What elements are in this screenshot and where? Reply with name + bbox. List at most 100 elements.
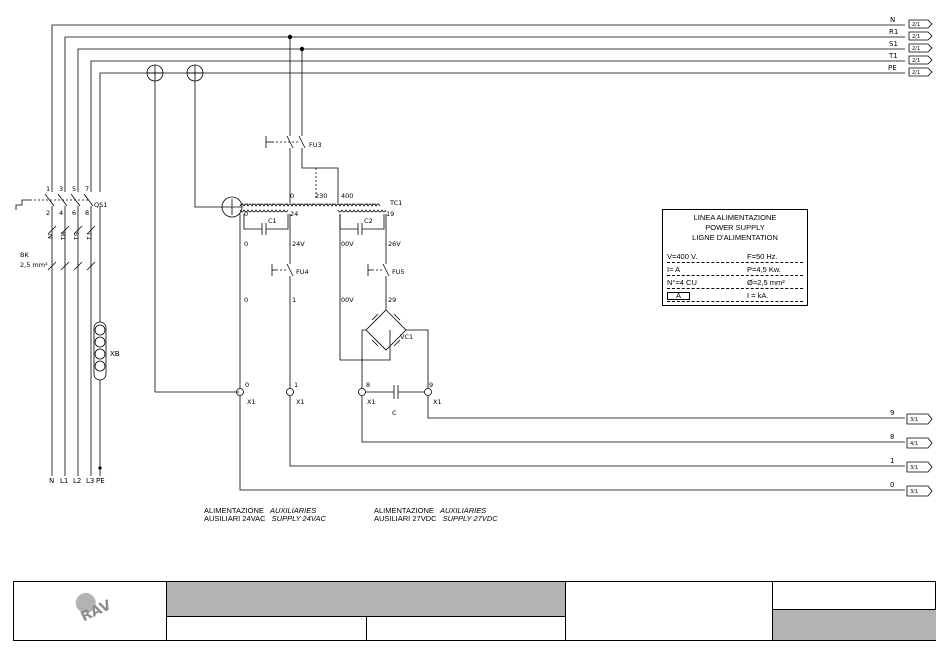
tc1-sec-19: 19	[386, 210, 394, 218]
input-terminals: N L1 L2 L3 PE	[49, 466, 105, 485]
transformer-tc1: 0 230 400 TC1 0 24 19 C1 C2	[239, 192, 402, 235]
circuit-24vac: FU4 0 24V 0 1	[239, 214, 309, 388]
title-block-field-4	[565, 582, 773, 640]
caption-27vdc-it1: ALIMENTAZIONE	[374, 506, 434, 515]
qs1-pin-1: 1	[46, 185, 50, 193]
busbar-label-pe: PE	[888, 64, 897, 72]
busbar-label-r1: R1	[889, 28, 898, 36]
fuse-fu4-label: FU4	[296, 268, 309, 276]
title-block-field-6	[772, 610, 936, 640]
caption-24vac-it2: AUSILIARI 24VAC	[204, 514, 266, 523]
caption-24vac-en1: AUXILIARIES	[269, 506, 317, 515]
terminal-n: N	[49, 477, 54, 485]
busbar-n	[51, 24, 905, 476]
x1-terminal-1: 1	[294, 381, 298, 389]
info-power: P=4,5 Kw.	[747, 265, 781, 274]
output-label-0: 0	[890, 481, 894, 489]
connector-label: XB	[110, 350, 120, 358]
busbar-ref-r1: 2/1	[912, 34, 920, 40]
qs1-pin-8: 8	[85, 209, 89, 217]
terminal-pe: PE	[96, 477, 105, 485]
busbar-t1	[90, 60, 905, 476]
busbar-label-s1: S1	[889, 40, 898, 48]
wire-markers: N R1 S1 T1 BK 2,5 mm²	[20, 225, 96, 271]
terminal-l3: L3	[86, 477, 94, 485]
tc1-primary-0: 0	[290, 192, 294, 200]
title-block-field-5	[772, 582, 936, 610]
output-ref-8: 4/1	[910, 441, 918, 447]
caption-27vdc-en1: AUXILIARIES	[439, 506, 487, 515]
x1-label-d: X1	[433, 398, 442, 406]
main-switch-qs1: 1 3 5 7 2 4 6 8 QS1	[15, 185, 107, 217]
busbar-ref-t1: 2/1	[912, 58, 920, 64]
terminal-l1: L1	[60, 477, 68, 485]
title-block-field-1	[166, 582, 566, 617]
info-title-it: LINEA ALIMENTAZIONE	[693, 213, 777, 222]
busbar-s1	[77, 48, 905, 476]
qs1-pin-5: 5	[72, 185, 76, 193]
info-voltage: V=400 V.	[667, 252, 698, 261]
output-lines: 9 8 1 0 3/1 4/1 3/1 3/1	[239, 396, 933, 497]
info-title-fr: LIGNE D'ALIMENTATION	[692, 233, 778, 242]
qs1-pin-2: 2	[46, 209, 50, 217]
qs1-label: QS1	[94, 201, 107, 209]
x1-terminal-0: 0	[245, 381, 249, 389]
circuit-27vdc: FU5 00V 26V 00V 29 VC1 C	[339, 214, 429, 417]
title-block-field-3	[366, 617, 566, 640]
x1-label-a: X1	[247, 398, 256, 406]
info-current: I= A	[667, 265, 681, 274]
wire-label-0-a: 0	[244, 240, 248, 248]
caption-24vac-en2: SUPPLY 24VAC	[271, 514, 326, 523]
busbar-r1	[64, 36, 905, 476]
connector-xb: XB	[93, 321, 120, 381]
wire-label-24v: 24V	[292, 240, 305, 248]
tc1-label: TC1	[389, 199, 402, 207]
output-ref-9: 3/1	[910, 417, 918, 423]
power-supply-info-box: LINEA ALIMENTAZIONE POWER SUPPLY LIGNE D…	[662, 209, 808, 306]
caption-24vac-it1: ALIMENTAZIONE	[204, 506, 264, 515]
qs1-pin-6: 6	[72, 209, 76, 217]
busbar-ref-s1: 2/1	[912, 46, 920, 52]
wire-label-29: 29	[388, 296, 396, 304]
wire-mark-n: N	[46, 234, 54, 239]
caption-27vdc-it2: AUSILIARI 27VDC	[374, 514, 437, 523]
terminal-l2: L2	[73, 477, 81, 485]
wire-mark-t1: T1	[85, 231, 93, 240]
busbar-label-n: N	[890, 16, 895, 24]
qs1-pin-4: 4	[59, 209, 63, 217]
tc1-sec-24: 24	[290, 210, 298, 218]
info-frequency: F=50 Hz.	[747, 252, 778, 261]
busbar-ref-n: 2/1	[912, 22, 920, 28]
output-label-9: 9	[890, 409, 894, 417]
fuse-fu5-label: FU5	[392, 268, 405, 276]
qs1-pin-3: 3	[59, 185, 63, 193]
cable-code: BK	[20, 251, 29, 259]
capacitor-c-label: C	[392, 409, 397, 417]
output-label-1: 1	[890, 457, 894, 465]
info-row-4: A I = kA.	[667, 289, 803, 302]
info-row-3: N°=4 CU Ø=2,5 mm²	[667, 276, 803, 289]
wire-label-0-b: 0	[244, 296, 248, 304]
info-short-circuit: I = kA.	[747, 291, 769, 300]
cable-section: 2,5 mm²	[20, 261, 48, 269]
x1-terminal-8: 8	[366, 381, 370, 389]
info-row-1: V=400 V. F=50 Hz.	[667, 250, 803, 263]
primary-supply: FU3	[265, 34, 339, 203]
info-row-2: I= A P=4,5 Kw.	[667, 263, 803, 276]
cap-c1-label: C1	[268, 217, 277, 225]
qs1-pin-7: 7	[85, 185, 89, 193]
terminal-block-x1: 0 1 8 9 X1 X1 X1 X1	[236, 381, 442, 406]
title-block	[13, 581, 936, 641]
wire-label-1: 1	[292, 296, 296, 304]
rectifier-bridge	[365, 309, 407, 351]
caption-27vdc-en2: SUPPLY 27VDC	[442, 514, 498, 523]
rectifier-label: VC1	[400, 333, 413, 341]
caption-27vdc: ALIMENTAZIONE AUXILIARIES AUSILIARI 27VD…	[374, 507, 498, 523]
caption-24vac: ALIMENTAZIONE AUXILIARIES AUSILIARI 24VA…	[204, 507, 326, 523]
busbar-ref-pe: 2/1	[912, 70, 920, 76]
info-conductors: N°=4 CU	[667, 278, 697, 287]
busbar-label-t1: T1	[888, 52, 898, 60]
x1-label-b: X1	[296, 398, 305, 406]
title-block-field-2	[166, 617, 367, 640]
